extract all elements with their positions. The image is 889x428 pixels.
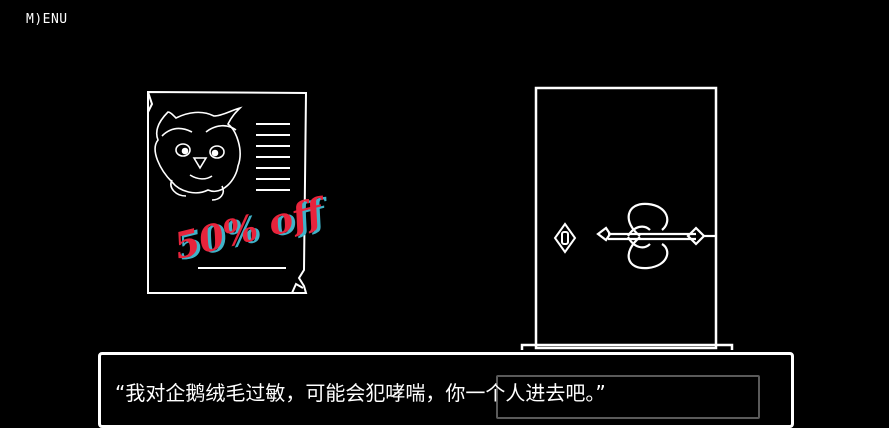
game-scene: 50% off 50% off M)E <box>26 12 794 428</box>
poster-sale-text: 50% off <box>170 189 331 267</box>
poster-text-lines <box>198 123 290 269</box>
door-frame <box>534 86 718 350</box>
dialog-text: “我对企鹅绒毛过敏，可能会犯哮喘，你一个人进去吧。” <box>115 381 606 405</box>
poster-frame <box>147 90 308 294</box>
keyhole-icon <box>553 222 577 254</box>
menu-button[interactable]: M)ENU <box>26 12 68 27</box>
dialog-box[interactable]: “我对企鹅绒毛过敏，可能会犯哮喘，你一个人进去吧。” <box>98 352 794 428</box>
sale-poster[interactable] <box>147 90 308 294</box>
poster-corner-left <box>147 91 154 113</box>
owl-face-drawing <box>154 106 243 201</box>
door[interactable] <box>520 86 734 357</box>
poster-corner-bottom <box>291 282 304 294</box>
scene-art: 50% off 50% off <box>147 86 734 357</box>
trident-handle-icon <box>596 202 716 270</box>
